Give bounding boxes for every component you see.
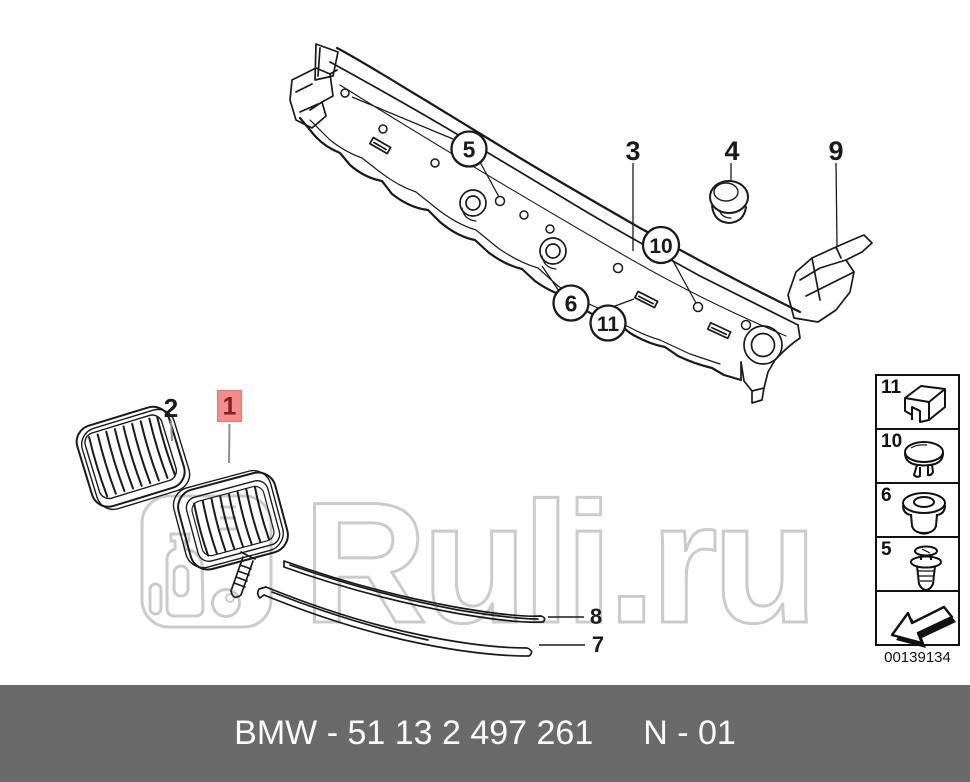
cage-clip-icon <box>895 380 957 433</box>
highlighted-callout-1: 1 <box>216 389 243 423</box>
callout-8: 8 <box>590 604 602 629</box>
callout-11: 11 <box>597 313 620 336</box>
panel-holes <box>340 88 752 331</box>
circled-callouts <box>450 130 681 342</box>
callout-layer: 5 10 6 11 3 4 9 2 8 7 1 <box>164 96 844 657</box>
right-foot-hole <box>750 332 776 358</box>
oil-canister-logo-icon <box>165 532 205 618</box>
callout-1-highlight-box <box>216 389 243 423</box>
panel-slots <box>368 136 732 340</box>
diagram-code: 00139134 <box>884 649 951 666</box>
callout-2: 2 <box>164 393 178 423</box>
callout-7: 7 <box>592 632 604 657</box>
callout-10: 10 <box>649 235 672 258</box>
part-number-bar: BMW - 51 13 2 497 261 N - 01 <box>0 685 970 782</box>
legend-item-11: 11 <box>875 374 960 430</box>
cowl-panel-drawing <box>335 46 802 314</box>
callout-circle-11 <box>589 304 627 342</box>
callout-9: 9 <box>828 136 843 166</box>
legend-item-arrow <box>875 590 960 648</box>
legend-item-6: 6 <box>875 482 960 538</box>
panel-grommets <box>459 189 567 270</box>
part9-corner-drawing <box>787 234 873 323</box>
grille-right-slats <box>193 486 270 557</box>
leader-lines-gray <box>170 420 231 464</box>
watermark-text: Ruli.ru <box>303 467 813 659</box>
blind-plug-icon <box>880 435 957 486</box>
expanding-rivet-icon <box>880 543 957 598</box>
leader-lines <box>351 96 838 646</box>
callout-3: 3 <box>625 136 640 166</box>
legend-item-5: 5 <box>875 536 960 592</box>
legend-num-10: 10 <box>881 431 903 452</box>
callout-circle-6 <box>552 284 590 322</box>
callout-1: 1 <box>223 393 237 421</box>
legend-num-11: 11 <box>881 377 902 398</box>
cowl-panel-flange <box>329 61 799 326</box>
strip7-drawing <box>256 586 533 657</box>
logo-circle-inner <box>225 593 235 603</box>
callout-5: 5 <box>463 137 476 163</box>
cowl-right-foot <box>740 324 801 404</box>
legend-num-6: 6 <box>881 485 892 506</box>
fastener-legend: 11 10 <box>875 374 960 666</box>
part4-grommet-drawing <box>709 180 749 224</box>
callout-6: 6 <box>565 291 578 317</box>
callout-circle-10 <box>641 225 681 265</box>
grille-left-slats <box>88 416 176 498</box>
cowl-panel-bottom-edge <box>298 116 743 382</box>
logo-circle <box>211 588 241 618</box>
direction-arrow-icon <box>880 597 957 654</box>
callout-circle-5 <box>450 130 488 168</box>
cowl-panel-inner-line <box>339 84 787 337</box>
grille-left-drawing <box>75 405 191 511</box>
legend-item-10: 10 <box>875 428 960 484</box>
legend-num-5: 5 <box>881 539 892 560</box>
watermark-layer: Ruli.ru <box>140 466 819 661</box>
logo-handle-hole <box>172 564 190 598</box>
revision-text: N - 01 <box>643 714 736 752</box>
right-foot-ring <box>743 325 783 365</box>
callout-numbers: 5 10 6 11 3 4 9 2 8 7 <box>164 136 844 657</box>
grommet-icon <box>880 489 957 542</box>
logo-slot <box>148 582 163 616</box>
diagram-canvas: Ruli.ru <box>75 43 873 661</box>
arrow-face <box>890 605 954 645</box>
strip8-drawing <box>283 560 546 624</box>
watermark-logo-frame <box>140 494 273 629</box>
cowl-left-bracket <box>289 43 339 129</box>
callout-4: 4 <box>724 136 739 166</box>
grille-screw-drawing <box>230 551 256 599</box>
part-number-text: BMW - 51 13 2 497 261 <box>234 714 594 752</box>
